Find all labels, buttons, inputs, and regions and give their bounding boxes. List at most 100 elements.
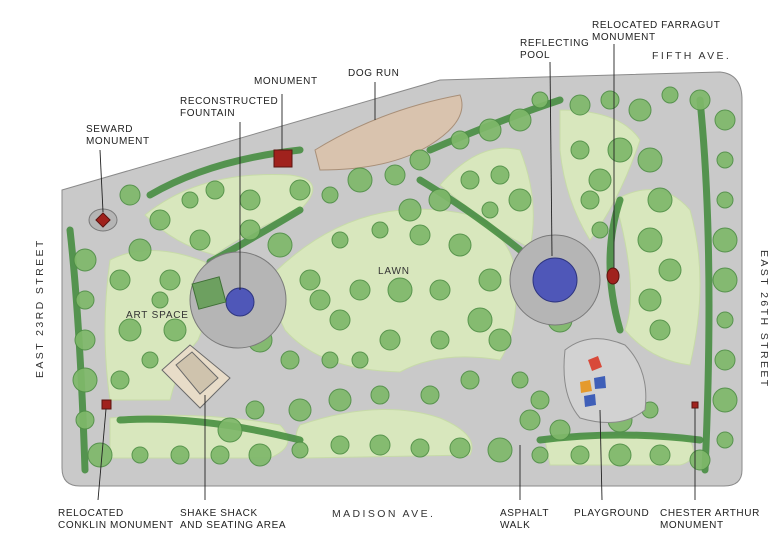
tree <box>128 238 152 262</box>
callout-dog-run: DOG RUN <box>348 68 400 79</box>
tree <box>714 109 736 131</box>
tree <box>570 140 590 160</box>
street-label-south: MADISON AVE. <box>332 508 436 520</box>
tree <box>141 351 159 369</box>
tree <box>488 328 512 352</box>
tree <box>409 149 431 171</box>
tree <box>450 130 470 150</box>
tree <box>600 90 620 110</box>
fountain-planter <box>191 276 227 310</box>
tree <box>531 91 549 109</box>
tree <box>159 269 181 291</box>
tree <box>478 118 502 142</box>
tree <box>716 191 734 209</box>
tree <box>490 165 510 185</box>
tree <box>647 187 673 213</box>
tree <box>170 445 190 465</box>
tree <box>379 329 401 351</box>
callout-playground: PLAYGROUND <box>574 508 650 519</box>
callout-relocated-conklin-monument: RELOCATED CONKLIN MONUMENT <box>58 508 174 531</box>
tree <box>410 438 430 458</box>
shake-shack-roof <box>175 351 219 395</box>
tree <box>119 184 141 206</box>
tree <box>110 370 130 390</box>
tree <box>163 318 187 342</box>
tree <box>628 98 652 122</box>
tree <box>519 409 541 431</box>
tree <box>149 209 171 231</box>
tree <box>448 233 472 257</box>
lawn-east <box>614 189 701 366</box>
chester-arthur-marker <box>691 401 699 409</box>
art-space-label: ART SPACE <box>126 310 189 321</box>
tree <box>591 221 609 239</box>
tree <box>608 443 632 467</box>
callout-seward-monument: SEWARD MONUMENT <box>86 124 150 147</box>
tree <box>181 191 199 209</box>
tree <box>481 201 499 219</box>
tree <box>716 151 734 169</box>
callout-chester-arthur-monument: CHESTER ARTHUR MONUMENT <box>660 508 760 531</box>
tree <box>280 350 300 370</box>
tree <box>409 224 431 246</box>
tree <box>217 417 243 443</box>
tree <box>351 351 369 369</box>
play-structure-blue-1 <box>594 376 606 389</box>
tree <box>460 370 480 390</box>
tree <box>460 170 480 190</box>
callout-reflecting-pool: REFLECTING POOL <box>520 38 590 61</box>
dog-run-area <box>314 94 463 171</box>
tree <box>384 164 406 186</box>
hedge <box>606 196 624 334</box>
tree <box>649 444 671 466</box>
street-label-east: EAST 26TH STREET <box>758 250 770 389</box>
tree <box>712 267 738 293</box>
tree <box>716 431 734 449</box>
tree <box>328 388 352 412</box>
tree <box>661 86 679 104</box>
tree <box>549 419 571 441</box>
callout-asphalt-walk: ASPHALT WALK <box>500 508 550 531</box>
street-label-north: FIFTH AVE. <box>652 50 732 62</box>
tree <box>689 449 711 471</box>
tree <box>420 385 440 405</box>
tree <box>245 400 265 420</box>
tree <box>151 291 169 309</box>
tree <box>637 147 663 173</box>
tree <box>570 445 590 465</box>
tree <box>689 89 711 111</box>
tree <box>430 330 450 350</box>
tree <box>189 229 211 251</box>
tree <box>649 319 671 341</box>
tree <box>449 437 471 459</box>
tree <box>248 443 272 467</box>
tree <box>712 227 738 253</box>
tree <box>131 446 149 464</box>
tree <box>349 279 371 301</box>
tree <box>288 398 312 422</box>
fountain-water <box>225 287 255 317</box>
tree <box>508 108 532 132</box>
tree <box>331 231 349 249</box>
monument-marker <box>273 149 293 168</box>
tree <box>329 309 351 331</box>
tree <box>712 387 738 413</box>
play-structure-red <box>588 356 602 371</box>
tree <box>291 441 309 459</box>
tree <box>72 367 98 393</box>
tree <box>569 94 591 116</box>
farragut-marker <box>606 267 620 285</box>
street-label-west: EAST 23RD STREET <box>34 238 46 378</box>
tree <box>330 435 350 455</box>
tree <box>210 445 230 465</box>
lawn-label: LAWN <box>378 266 410 277</box>
callout-leaders <box>97 44 696 501</box>
callout-relocated-farragut-monument: RELOCATED FARRAGUT MONUMENT <box>592 20 721 43</box>
tree <box>588 168 612 192</box>
play-structure-orange <box>580 380 592 393</box>
tree <box>73 248 97 272</box>
tree <box>530 390 550 410</box>
callout-reconstructed-fountain: RECONSTRUCTED FOUNTAIN <box>180 96 279 119</box>
tree <box>75 290 95 310</box>
